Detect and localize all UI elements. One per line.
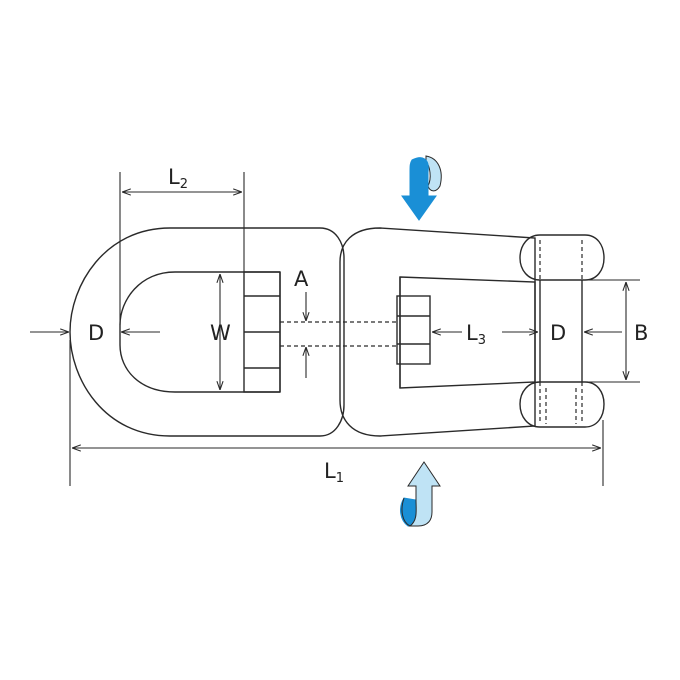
label-d-left: D bbox=[88, 321, 104, 345]
rotate-arrow-up-icon bbox=[400, 461, 441, 527]
rotate-arrow-down-icon bbox=[401, 155, 442, 221]
label-a: A bbox=[294, 267, 309, 291]
label-l3: L3 bbox=[466, 321, 486, 348]
jaw-pin bbox=[519, 234, 605, 428]
label-d-right: D bbox=[550, 321, 566, 345]
dimension-w: W bbox=[210, 274, 231, 390]
hex-nut-right bbox=[396, 295, 431, 365]
label-w: W bbox=[210, 321, 231, 345]
dimension-a: A bbox=[294, 267, 309, 378]
hex-nut-left bbox=[243, 271, 281, 393]
dimension-l1: L1 bbox=[69, 340, 604, 486]
label-l1: L1 bbox=[324, 459, 344, 486]
hidden-pin bbox=[280, 321, 397, 347]
label-b: B bbox=[634, 321, 648, 345]
dimension-l2: L2 bbox=[119, 165, 245, 325]
label-l2: L2 bbox=[168, 165, 188, 192]
dimension-l3: L3 bbox=[432, 318, 538, 348]
left-u-link bbox=[69, 227, 345, 437]
dimension-b: B bbox=[582, 279, 648, 383]
dimension-d-right: D bbox=[550, 321, 622, 345]
dimension-d-left: D bbox=[30, 321, 160, 345]
